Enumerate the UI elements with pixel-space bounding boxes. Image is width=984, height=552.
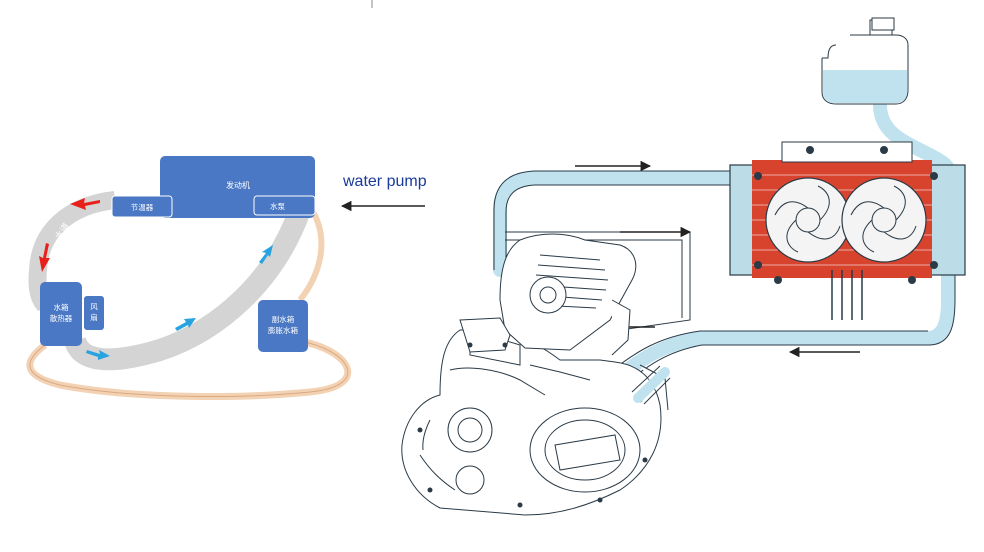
lower-channel <box>64 206 311 371</box>
expansion-tank <box>821 17 909 105</box>
radiator-feed-tube <box>505 231 691 331</box>
radiator-box <box>40 282 82 346</box>
engine-outlet-hose <box>633 367 670 403</box>
lower-feed-pipe <box>608 263 955 387</box>
hot-arrow-2 <box>39 243 50 272</box>
fan-right-icon <box>841 177 927 263</box>
overflow-hose <box>297 208 325 302</box>
engine-label: 发动机 <box>226 180 250 190</box>
reservoir-label-2: 膨胀水箱 <box>268 325 298 335</box>
water-pump-caption: water pump <box>342 173 427 190</box>
cool-arrow-3 <box>259 245 273 264</box>
pump-label: 水泵 <box>270 201 285 211</box>
top-return-pipe <box>493 171 752 277</box>
fan-box <box>84 296 104 330</box>
engine-illustration <box>401 17 966 516</box>
motorcycle-engine <box>401 233 669 516</box>
schematic: 水道 发动机 节温器 水泵 水箱 散热器 风 扇 副水箱 膨胀水箱 <box>26 156 352 400</box>
reservoir-label-1: 副水箱 <box>272 314 295 324</box>
hot-arrow-1 <box>70 198 100 210</box>
fan-label-2: 扇 <box>90 312 98 322</box>
pump-box <box>253 195 316 216</box>
radiator-assembly <box>729 141 966 320</box>
cool-arrow-1 <box>86 350 110 360</box>
radiator-label-2: 散热器 <box>50 313 73 323</box>
top-return-pipe-edge <box>493 170 745 270</box>
reservoir-box <box>258 300 308 352</box>
thermostat-box <box>111 195 173 218</box>
cool-arrow-2 <box>175 318 196 331</box>
return-hose-loop-edge <box>29 337 349 397</box>
fan-left-icon <box>765 177 851 263</box>
fan-label-1: 风 <box>90 302 98 311</box>
radiator-label-1: 水箱 <box>54 302 69 312</box>
thermostat-label: 节温器 <box>131 203 154 212</box>
